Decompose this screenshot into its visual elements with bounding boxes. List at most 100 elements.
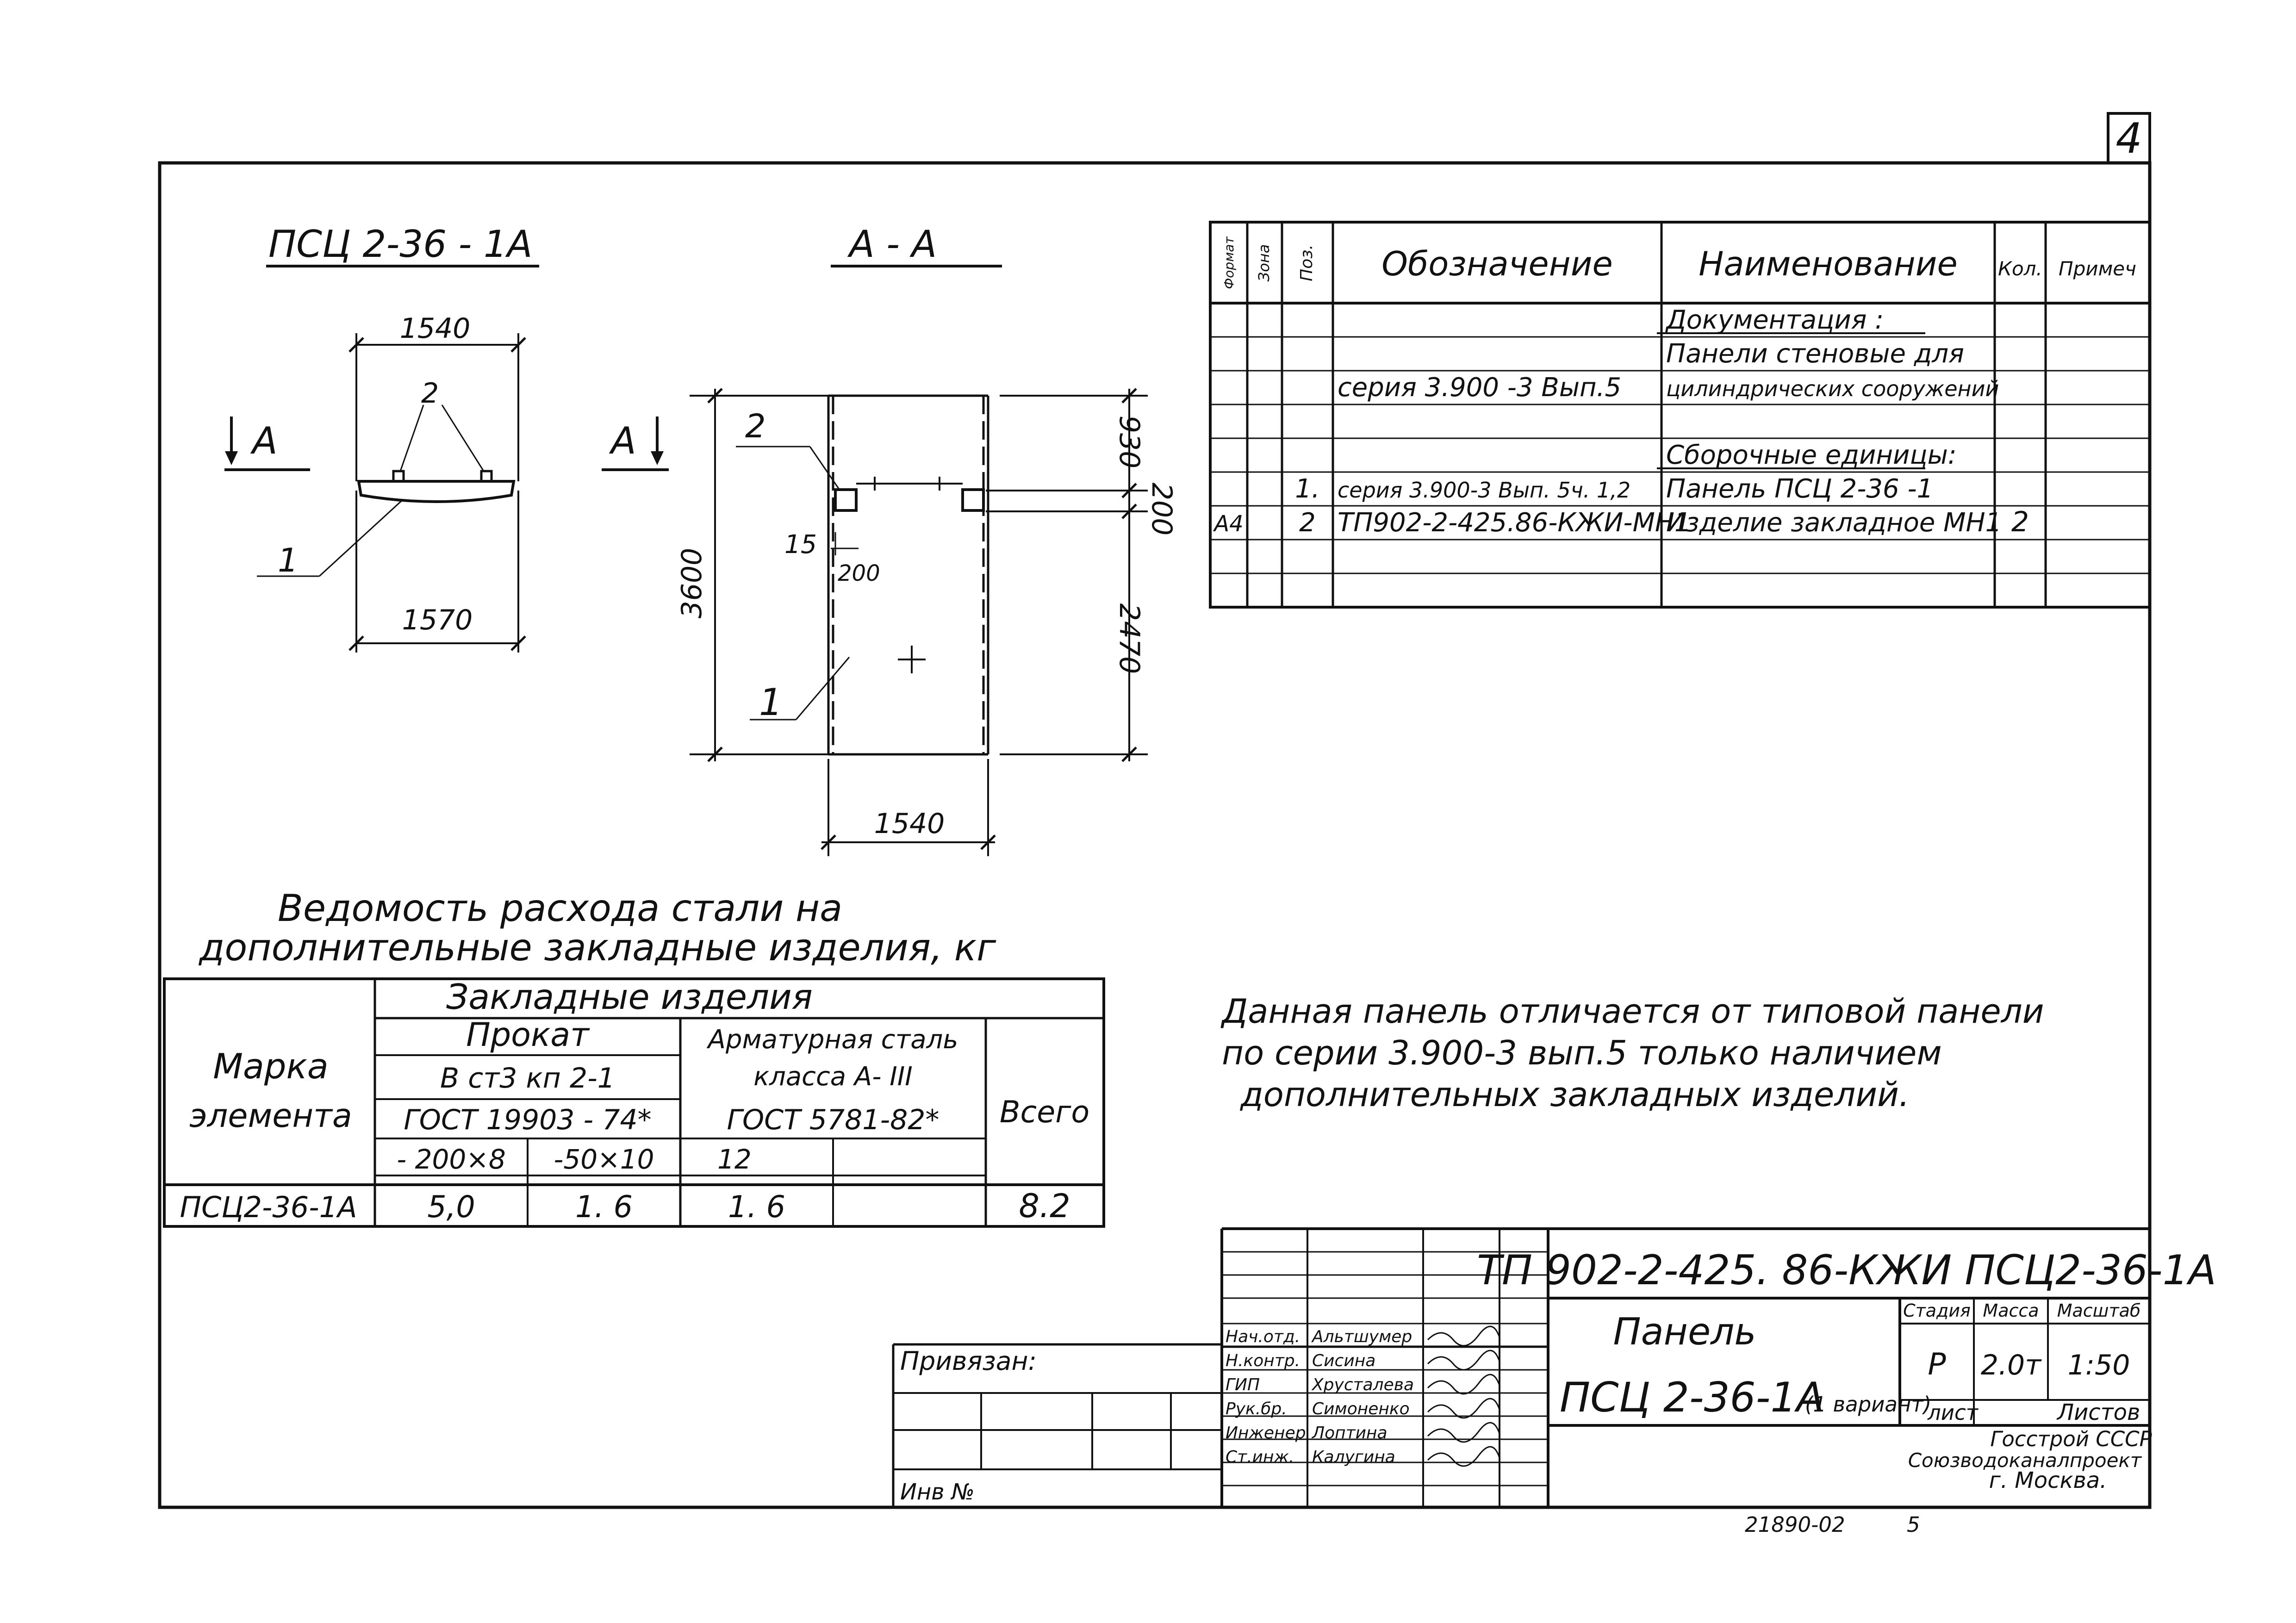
sig-name: Сисина [1312, 1351, 1375, 1370]
signature-mark [1427, 1446, 1500, 1467]
col-mark-1: Марка [213, 1046, 329, 1087]
steel-title-line2: дополнительные закладные изделия, кг [198, 926, 996, 969]
sec-dim-15: 15 [784, 529, 817, 559]
sec-dim-930: 930 [1113, 416, 1145, 469]
signature-mark [1427, 1374, 1500, 1395]
scale-value: 1:50 [2068, 1349, 2130, 1381]
sec-dim-2470: 2470 [1113, 603, 1145, 674]
rebar-line-2: класса А- III [753, 1062, 913, 1092]
sec-dim-200: 200 [1145, 483, 1178, 536]
mass-label: Масса [1983, 1300, 2039, 1321]
sig-name: Калугина [1312, 1448, 1395, 1467]
spec-name: Сборочные единицы: [1666, 440, 1957, 470]
footer-page: 5 [1907, 1512, 1920, 1537]
bound-label: Привязан: [900, 1346, 1037, 1376]
scale-label: Масштаб [2057, 1300, 2141, 1321]
section-pos-1: 1 [759, 681, 783, 724]
spec-name: Панели стеновые для [1666, 339, 1964, 369]
section-view: А - А 2 1 3600 15 2 [676, 223, 1178, 856]
spec-name: Документация : [1665, 305, 1884, 335]
rebar-size: 12 [717, 1144, 752, 1175]
title-name-2: ПСЦ 2-36-1А [1560, 1374, 1824, 1421]
row-v1: 5,0 [427, 1190, 475, 1225]
steel-title-line1: Ведомость расхода стали на [278, 887, 842, 930]
spec-designation: серия 3.900-3 Вып. 5ч. 1,2 [1338, 478, 1630, 503]
sig-role: Нач.отд. [1226, 1327, 1300, 1346]
steel-table: Ведомость расхода стали на дополнительны… [163, 887, 1105, 1228]
elevation-pos-1: 1 [278, 541, 299, 579]
hdr-note: Примеч [2059, 257, 2136, 280]
col-total: Всего [1000, 1095, 1089, 1130]
spec-name: цилиндрических сооружений [1666, 376, 1999, 401]
footer-code: 21890-02 [1745, 1512, 1845, 1537]
sig-role: Ст.инж. [1226, 1448, 1294, 1467]
sheet-number: 4 [2116, 114, 2142, 163]
hdr-designation: Обозначение [1381, 244, 1613, 283]
hdr-name: Наименование [1699, 244, 1958, 283]
rolled-label: Прокат [466, 1016, 590, 1054]
sig-name: Хрусталева [1311, 1375, 1414, 1394]
rolled-grade: В ст3 кп 2-1 [440, 1062, 615, 1094]
sig-name: Лоптина [1311, 1424, 1388, 1443]
sig-role: ГИП [1226, 1375, 1260, 1394]
sheets-label: Листов [2056, 1399, 2140, 1425]
row-mark: ПСЦ2-36-1А [180, 1190, 357, 1224]
rolled-gost: ГОСТ 19903 - 74* [404, 1104, 651, 1136]
spec-name: Изделие закладное МН1 [1666, 508, 2002, 538]
rebar-line-1: Арматурная сталь [707, 1025, 958, 1055]
elevation-title: ПСЦ 2-36 - 1А [268, 223, 532, 266]
note-line-1: Данная панель отличается от типовой пане… [1220, 992, 2044, 1031]
hdr-qty: Кол. [1998, 257, 2042, 280]
hdr-pos: Поз. [1297, 244, 1316, 281]
sec-dim-3600: 3600 [676, 548, 708, 619]
sig-name: Альтшумер [1311, 1327, 1412, 1346]
hdr-zone: Зона [1255, 244, 1273, 282]
note-line-3: дополнительных закладных изделий. [1239, 1075, 1910, 1114]
sec-dim-1540: 1540 [874, 808, 945, 840]
col-mark-2: элемента [189, 1097, 352, 1135]
section-marker-left: А [250, 419, 278, 462]
row-v3: 1. 6 [728, 1190, 785, 1225]
sig-name: Симоненко [1312, 1399, 1410, 1418]
spec-pos: 2 [1299, 508, 1316, 538]
signature-mark [1427, 1422, 1500, 1443]
note-line-2: по серии 3.900-3 вып.5 только наличием [1222, 1033, 1942, 1072]
title-variant: (1 вариант) [1805, 1392, 1931, 1417]
sig-role: Инженер [1226, 1424, 1306, 1443]
note: Данная панель отличается от типовой пане… [1220, 992, 2044, 1114]
sheet-label: лист [1927, 1400, 1979, 1425]
org-2: Союзводоканалпроект [1908, 1449, 2142, 1472]
spec-name: Панель ПСЦ 2-36 -1 [1666, 474, 1933, 504]
rebar-gost: ГОСТ 5781-82* [727, 1104, 940, 1136]
spec-row: 1. серия 3.900-3 Вып. 5ч. 1,2 Панель ПСЦ 2… [1295, 474, 1933, 504]
sig-role: Рук.бр. [1226, 1399, 1287, 1418]
row-total: 8.2 [1019, 1187, 1070, 1225]
spec-row: Панели стеновые для [1666, 339, 1964, 369]
section-pos-2: 2 [745, 407, 766, 445]
sig-role: Н.контр. [1226, 1351, 1300, 1370]
doc-code: ТП 902-2-425. 86-КЖИ ПСЦ2-36-1А [1477, 1246, 2216, 1294]
mass-value: 2.0т [1981, 1349, 2042, 1381]
org-3: г. Москва. [1989, 1468, 2107, 1493]
elevation-pos-2: 2 [421, 377, 439, 410]
signature-mark [1427, 1398, 1500, 1419]
signature-mark [1427, 1349, 1500, 1371]
elevation-view: ПСЦ 2-36 - 1А 1540 1570 2 1 А [224, 223, 669, 653]
dim-1540-top: 1540 [400, 312, 471, 345]
org-1: Госстрой СССР [1990, 1427, 2152, 1451]
row-v2: 1. 6 [575, 1190, 633, 1225]
spec-row: Сборочные единицы: [1657, 440, 1957, 470]
spec-row: Документация : [1657, 305, 1925, 335]
section-marker-right: А [609, 419, 636, 462]
rolled-size-1: - 200×8 [397, 1144, 506, 1175]
signature-mark [1427, 1325, 1500, 1347]
stage-value: Р [1928, 1347, 1946, 1382]
rolled-size-2: -50×10 [554, 1144, 654, 1175]
spec-pos: 1. [1295, 474, 1319, 504]
section-title: А - А [847, 223, 937, 266]
dim-1570-bottom: 1570 [402, 604, 473, 636]
